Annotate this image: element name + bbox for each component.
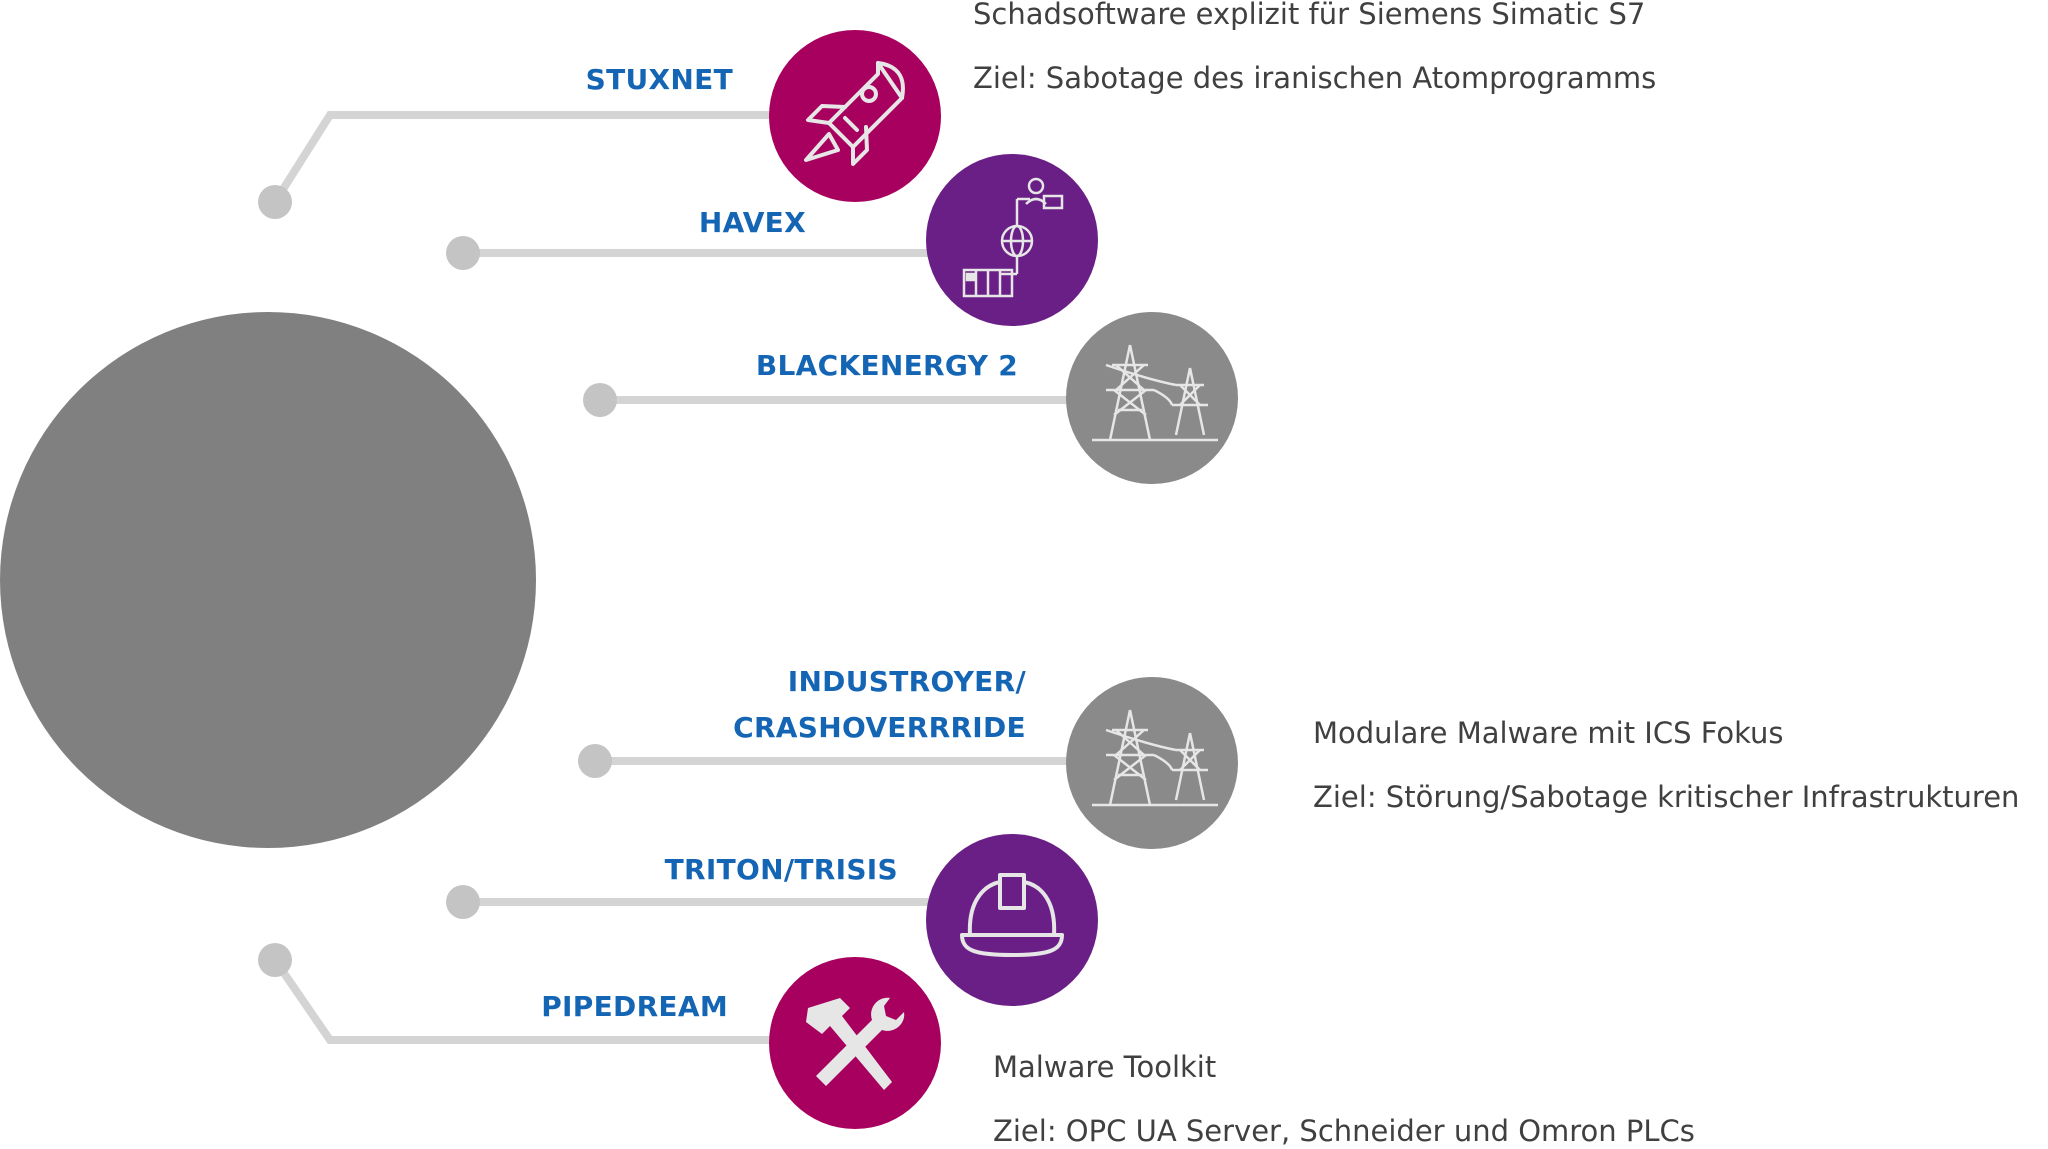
connector-stuxnet bbox=[271, 111, 784, 206]
label-pipedream: PIPEDREAM bbox=[541, 990, 728, 1023]
power-pylon-icon bbox=[1092, 709, 1218, 807]
power-pylon-icon bbox=[1092, 344, 1218, 442]
triton-icon-circle bbox=[926, 834, 1098, 1006]
industroyer-icon-circle bbox=[1066, 677, 1238, 849]
label-industroyer-line2: CRASHOVERRRIDE bbox=[733, 711, 1026, 744]
label-havex: HAVEX bbox=[698, 206, 806, 239]
dot-stuxnet bbox=[258, 185, 292, 219]
dot-blackenergy bbox=[583, 383, 617, 417]
hard-hat-icon bbox=[960, 873, 1064, 957]
desc-industroyer-line1: Modulare Malware mit ICS Fokus bbox=[1313, 716, 1784, 750]
rocket-icon bbox=[804, 61, 905, 166]
stuxnet-icon-circle bbox=[769, 30, 941, 202]
hammer-wrench-icon bbox=[806, 997, 905, 1090]
havex-icon-circle bbox=[926, 154, 1098, 326]
desc-pipedream-line1: Malware Toolkit bbox=[993, 1050, 1217, 1084]
network-globe-icon bbox=[962, 177, 1064, 298]
desc-stuxnet-line2: Ziel: Sabotage des iranischen Atomprogra… bbox=[973, 61, 1657, 95]
desc-industroyer-line2: Ziel: Störung/Sabotage kritischer Infras… bbox=[1313, 780, 2020, 814]
dot-pipedream bbox=[258, 943, 292, 977]
blackenergy-icon-circle bbox=[1066, 312, 1238, 484]
label-blackenergy: BLACKENERGY 2 bbox=[755, 349, 1018, 382]
dot-havex bbox=[446, 236, 480, 270]
connector-dots bbox=[258, 185, 617, 977]
label-industroyer-line1: INDUSTROYER/ bbox=[787, 665, 1026, 698]
pipedream-icon-circle bbox=[769, 957, 941, 1129]
label-triton: TRITON/TRISIS bbox=[664, 853, 898, 886]
connector-pipedream bbox=[271, 956, 784, 1044]
central-circle bbox=[0, 312, 536, 848]
desc-stuxnet-line1: Schadsoftware explizit für Siemens Simat… bbox=[973, 0, 1646, 31]
label-stuxnet: STUXNET bbox=[585, 63, 733, 96]
dot-industroyer bbox=[578, 744, 612, 778]
desc-pipedream-line2: Ziel: OPC UA Server, Schneider und Omron… bbox=[993, 1114, 1695, 1148]
connectors bbox=[271, 111, 1084, 1044]
dot-triton bbox=[446, 885, 480, 919]
